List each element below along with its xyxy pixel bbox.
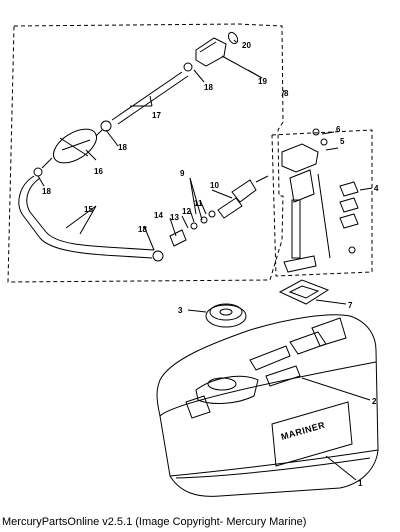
callout-16: 16 — [94, 167, 103, 176]
callout-12: 12 — [182, 207, 191, 216]
callout-9: 9 — [180, 169, 185, 178]
callout-4: 4 — [374, 184, 379, 193]
callout-3: 3 — [178, 306, 183, 315]
parts-diagram: 1 2 3 4 5 6 7 8 9 10 11 12 13 14 15 16 1… — [7, 23, 379, 497]
fuel-connector — [183, 31, 239, 72]
callout-labels: 1 2 3 4 5 6 7 8 9 10 11 12 13 14 15 16 1… — [42, 41, 379, 488]
callout-15: 15 — [84, 205, 93, 214]
primer-bulb — [33, 128, 103, 177]
fuel-cap — [205, 303, 247, 328]
callout-18-b: 18 — [118, 143, 127, 152]
hose-upper — [100, 71, 189, 132]
callout-18-d: 18 — [138, 225, 147, 234]
callout-7: 7 — [348, 301, 353, 310]
gasket — [278, 279, 330, 305]
gauge-kit-outline — [271, 129, 373, 277]
callout-18-a: 18 — [204, 83, 213, 92]
callout-17: 17 — [152, 111, 161, 120]
callout-6: 6 — [336, 125, 341, 134]
callout-18-c: 18 — [42, 187, 51, 196]
callout-2: 2 — [372, 397, 377, 406]
fuel-gauge — [281, 128, 359, 273]
tank-brand-label: MARINER — [280, 420, 326, 442]
hose-kit-outline — [7, 23, 284, 283]
callout-20: 20 — [242, 41, 251, 50]
hose-lower — [18, 175, 164, 262]
leader-lines — [37, 39, 373, 481]
callout-13: 13 — [170, 213, 179, 222]
callout-14: 14 — [154, 211, 163, 220]
callout-1: 1 — [358, 479, 363, 488]
callout-11: 11 — [194, 199, 203, 208]
callout-19: 19 — [258, 77, 267, 86]
fuel-tank — [156, 314, 379, 497]
tank-fitting — [169, 175, 269, 247]
callout-8: 8 — [284, 89, 289, 98]
callout-5: 5 — [340, 137, 345, 146]
callout-10: 10 — [210, 181, 219, 190]
image-copyright-footer: MercuryPartsOnline v2.5.1 (Image Copyrig… — [2, 516, 307, 528]
